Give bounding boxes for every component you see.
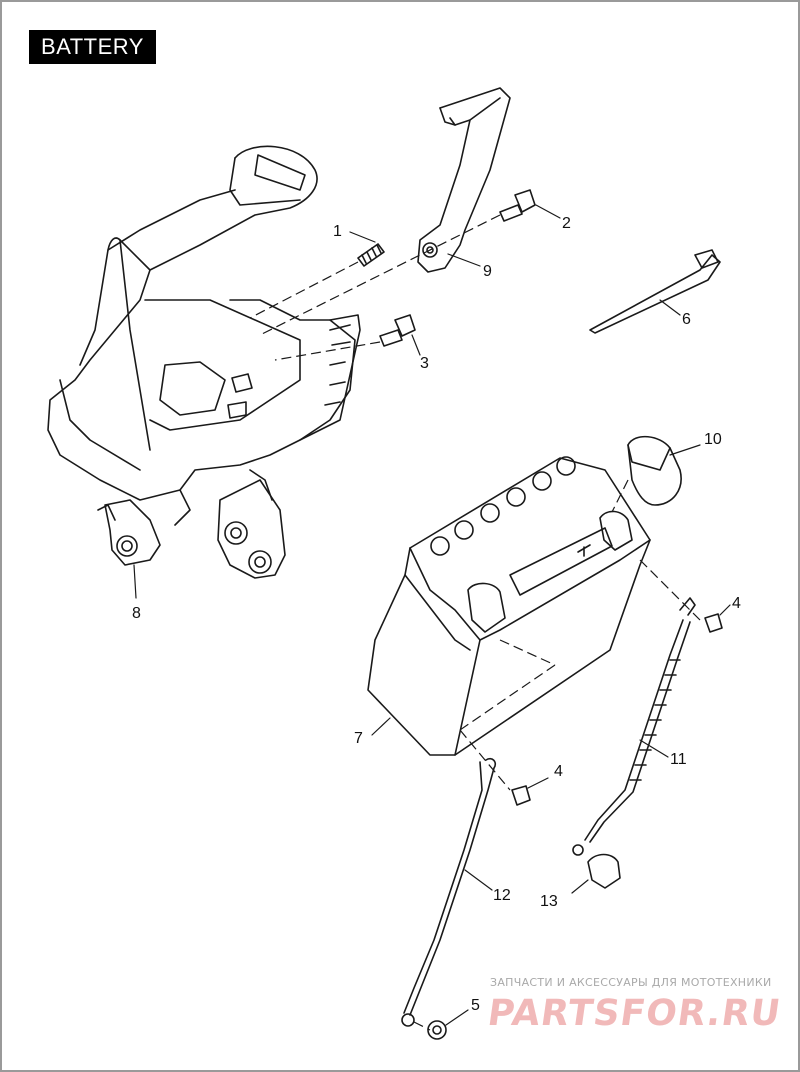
screw-part-4-lower (511, 785, 531, 806)
terminal-cover-part-10 (627, 435, 682, 506)
cable-tie-part-6 (589, 249, 721, 334)
callout-10: 10 (704, 431, 722, 448)
terminal-cover-part-13 (587, 853, 621, 889)
bracket-part-9 (417, 87, 511, 273)
screw-part-4-upper (704, 613, 723, 633)
battery-part-7 (367, 456, 651, 756)
callout-labels: 1 2 3 4 4 5 6 7 8 9 10 11 12 13 (132, 215, 741, 1014)
watermark-brand: PARTSFOR.RU (485, 993, 784, 1034)
callout-6: 6 (682, 311, 691, 328)
callout-9: 9 (483, 263, 492, 280)
cable-part-11 (572, 597, 696, 856)
cable-part-12 (401, 757, 497, 1027)
screw-part-2 (499, 189, 536, 222)
callout-1: 1 (333, 223, 342, 240)
page-title: BATTERY (29, 30, 156, 64)
callout-11: 11 (670, 751, 687, 768)
screw-part-3 (379, 314, 416, 347)
callout-2: 2 (562, 215, 571, 232)
screw-part-1 (357, 243, 385, 267)
callout-4-upper: 4 (732, 595, 741, 612)
callout-5: 5 (471, 997, 480, 1014)
callout-4-lower: 4 (554, 763, 563, 780)
phantom-lines (249, 214, 701, 1031)
nut-part-5 (427, 1020, 447, 1040)
watermark-caption: ЗАПЧАСТИ И АКСЕССУАРЫ ДЛЯ МОТОТЕХНИКИ (490, 976, 772, 989)
callout-12: 12 (493, 887, 511, 904)
callout-3: 3 (420, 355, 429, 372)
callout-7: 7 (354, 730, 363, 747)
callout-8: 8 (132, 605, 141, 622)
battery-tray (47, 145, 361, 579)
callout-13: 13 (540, 893, 558, 910)
